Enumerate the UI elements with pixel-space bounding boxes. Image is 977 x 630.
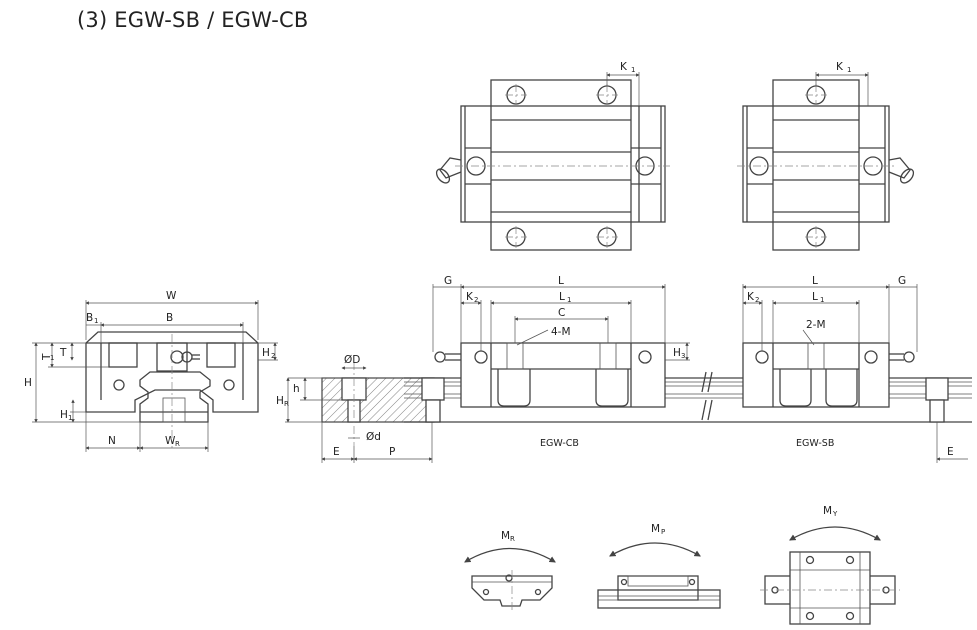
dim-n: N	[108, 435, 116, 447]
dim-phi-d-large: ØD	[344, 354, 360, 366]
rail-section: ØD Ød h H E P	[276, 354, 435, 463]
dim-e-left: E	[333, 446, 340, 458]
dim-b1-sub: 1	[94, 317, 98, 325]
dim-t1-sub: 1	[50, 354, 54, 362]
moment-mp: M P	[597, 523, 721, 609]
dim-h1: H	[60, 409, 68, 421]
dim-h3-sub: 3	[681, 352, 685, 360]
dim-l-cb: L	[558, 275, 564, 287]
dim-hr: H	[276, 395, 284, 407]
dim-k1-sb: K	[836, 61, 844, 73]
dim-hr-sub: R	[284, 400, 289, 408]
dim-h2: H	[262, 347, 270, 359]
dim-l1-sb-sub: 1	[820, 296, 824, 304]
label-4m: 4-M	[551, 326, 571, 338]
moment-mp-sub: P	[661, 528, 665, 536]
dim-k1-cb-sub: 1	[631, 66, 635, 74]
dim-l1-sb: L	[812, 291, 818, 303]
moment-my-label: M	[823, 505, 832, 517]
caption-egw-cb: EGW-CB	[540, 438, 579, 449]
dim-phi-d-small: Ød	[366, 431, 381, 443]
dim-t: T	[59, 347, 67, 359]
dim-p: P	[389, 446, 395, 458]
dim-h-small: h	[293, 383, 300, 395]
page-title: (3) EGW-SB / EGW-CB	[77, 8, 309, 32]
top-view-cb: K 1	[435, 61, 670, 251]
dim-wr: W	[165, 435, 176, 447]
dim-h1-sub: 1	[68, 414, 72, 422]
dim-k2-cb: K	[466, 291, 474, 303]
dim-h: H	[24, 377, 32, 389]
moment-mp-label: M	[651, 523, 660, 535]
dim-k2-sb-sub: 2	[755, 296, 759, 304]
dim-e-right: E	[947, 446, 954, 458]
dim-c: C	[558, 307, 565, 319]
dim-k2-sb: K	[747, 291, 755, 303]
front-view: W B B 1 H T T H H 2 N W	[24, 290, 278, 452]
dim-l-sb: L	[812, 275, 818, 287]
side-view-cb: G L L 1 K 2 C 4-M H 3	[432, 275, 690, 408]
dim-b1: B	[86, 312, 93, 324]
label-2m: 2-M	[806, 319, 826, 331]
moment-mr-label: M	[501, 530, 510, 542]
dim-l1-cb-sub: 1	[567, 296, 571, 304]
dim-t1: T	[41, 353, 53, 361]
dim-wr-sub: R	[175, 440, 180, 448]
dim-k1-cb: K	[620, 61, 628, 73]
caption-egw-sb: EGW-SB	[796, 438, 834, 449]
dim-l1-cb: L	[559, 291, 565, 303]
side-view-sb: L G L 1 K 2 2-M E	[742, 275, 968, 463]
dim-b: B	[166, 312, 173, 324]
moment-my-sub: Y	[832, 510, 838, 518]
moment-mr: M R	[464, 530, 556, 612]
top-view-sb: K 1	[737, 61, 915, 251]
dim-g-cb: G	[444, 275, 452, 287]
dim-w: W	[166, 290, 177, 302]
dim-h3: H	[673, 347, 681, 359]
dim-g-sb: G	[898, 275, 906, 287]
dim-k1-sb-sub: 1	[847, 66, 851, 74]
dim-k2-cb-sub: 2	[474, 296, 478, 304]
moment-my: M Y	[760, 505, 900, 625]
moment-mr-sub: R	[510, 535, 515, 543]
dim-h2-sub: 2	[271, 352, 275, 360]
